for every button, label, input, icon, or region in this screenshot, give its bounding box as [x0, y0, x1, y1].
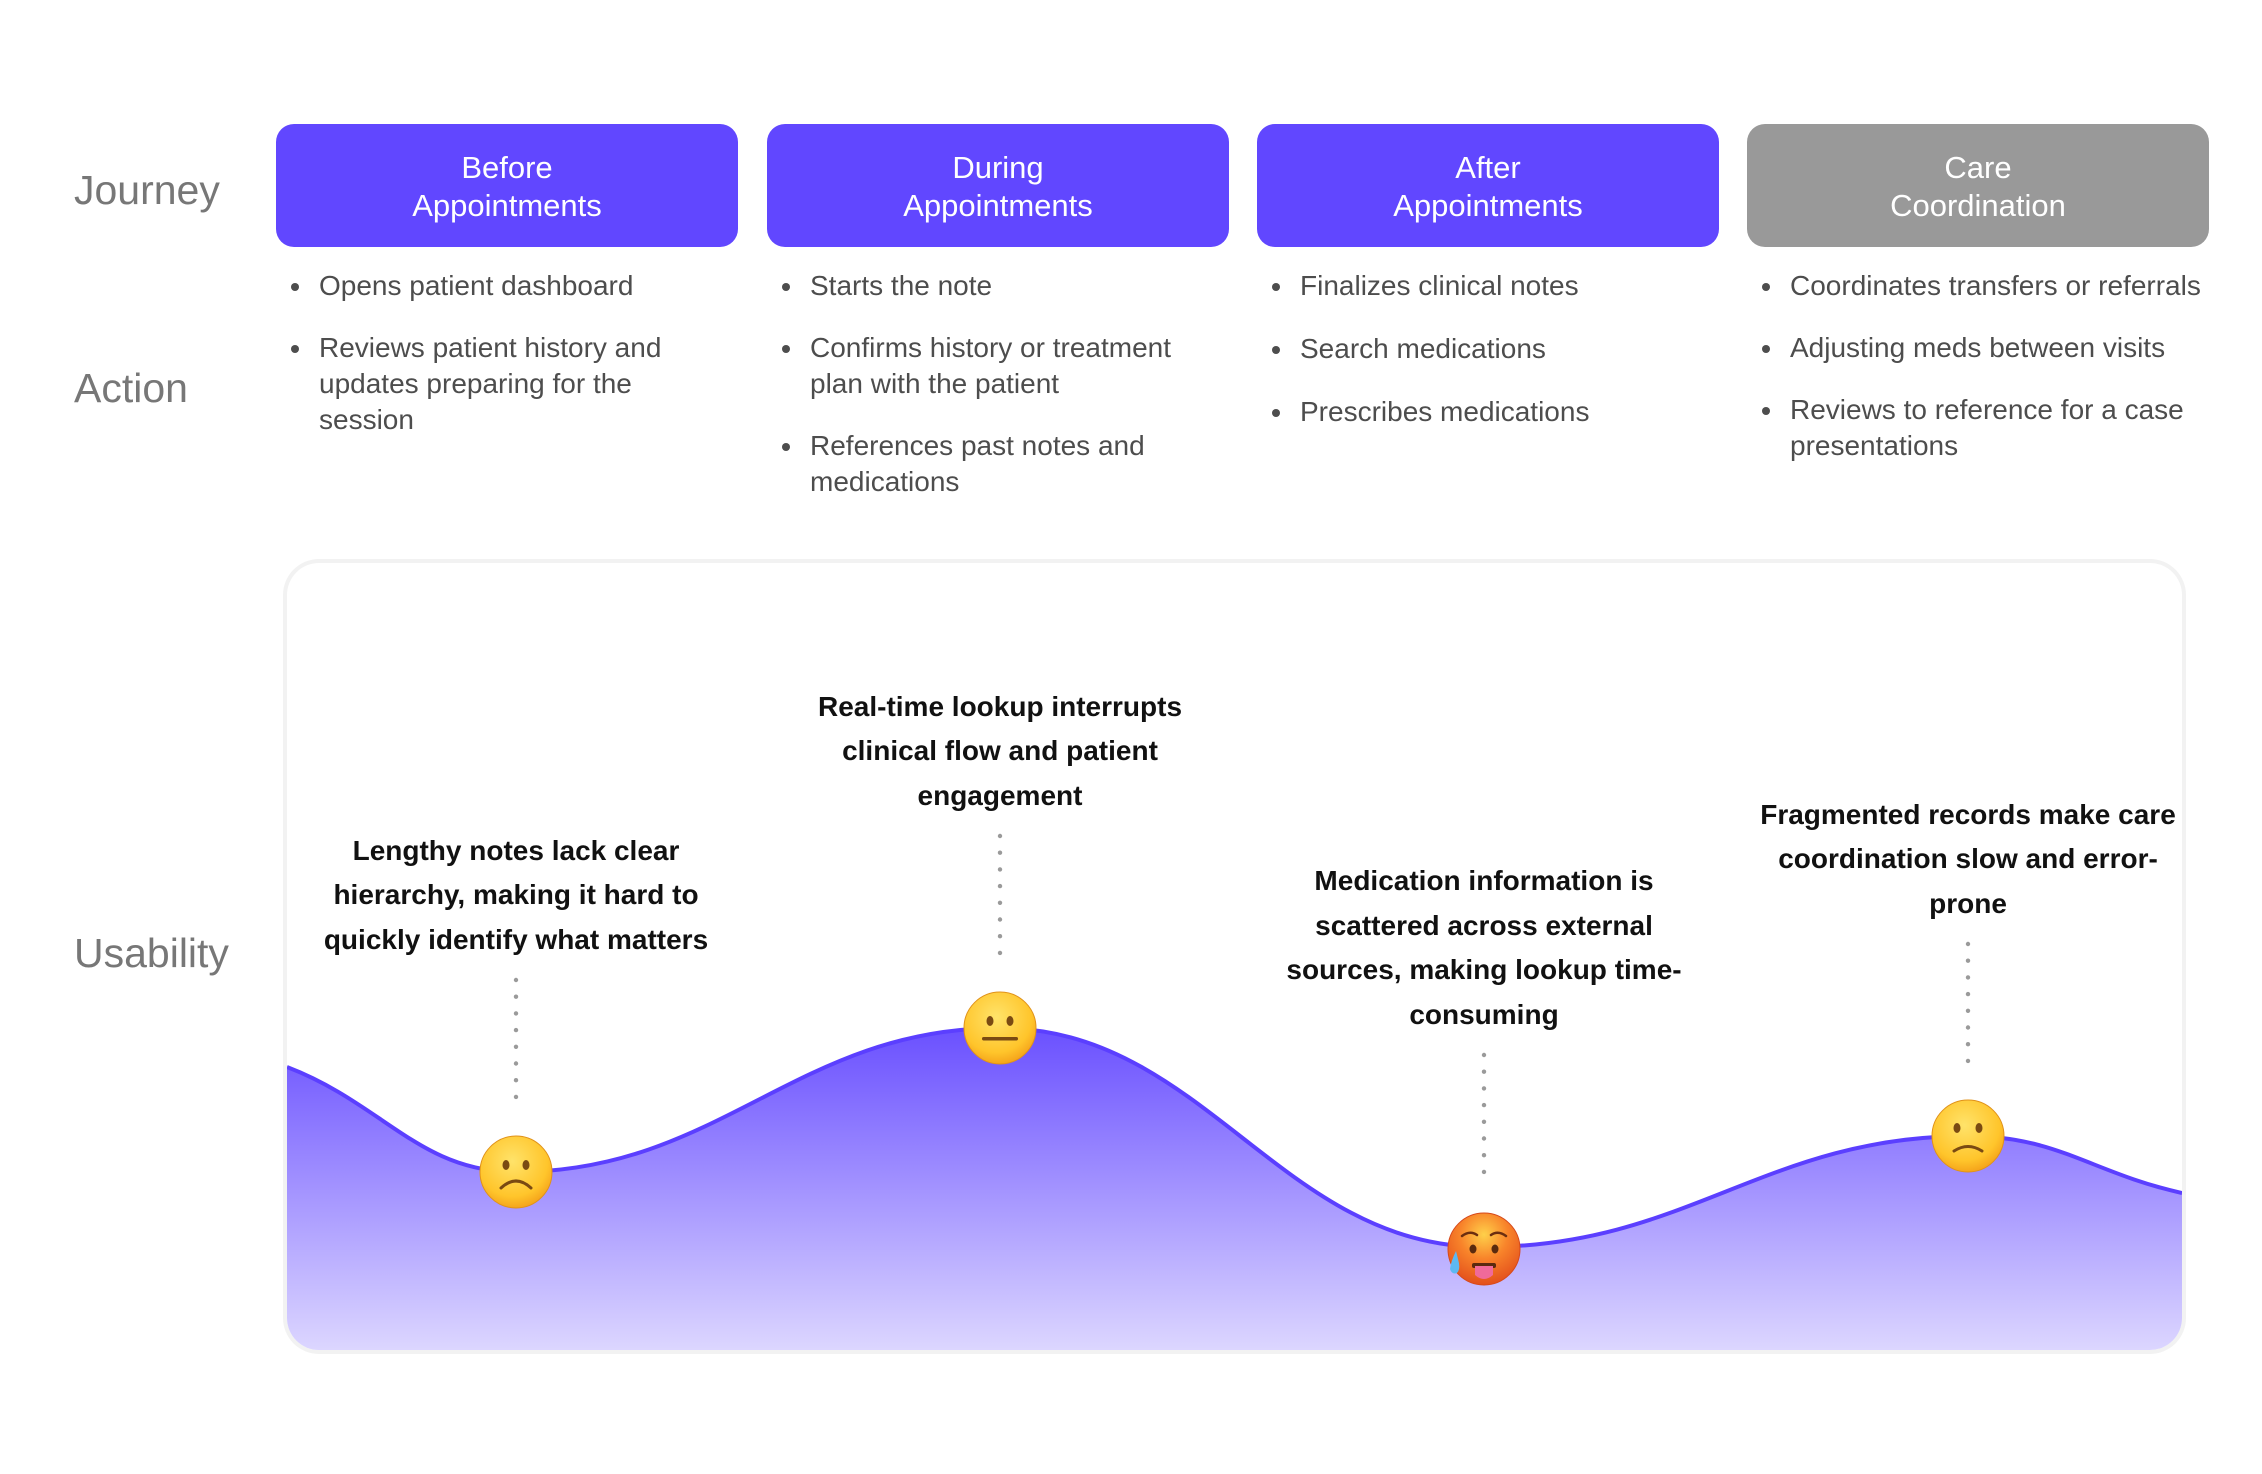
connector-dot	[1481, 1086, 1487, 1091]
connector-dot	[1481, 1069, 1487, 1074]
stage-card-during-appointments: During Appointments	[767, 124, 1229, 247]
action-item: Reviews to reference for a case presenta…	[1747, 392, 2207, 464]
neutral-face-icon	[963, 991, 1037, 1065]
stage-title: After Appointments	[1393, 149, 1583, 223]
action-list-during-appointments: Starts the note Confirms history or trea…	[767, 268, 1207, 526]
connector-dot	[513, 994, 519, 999]
connector-dot	[997, 867, 1003, 872]
bullet-icon	[1762, 345, 1770, 353]
connector-dot	[1965, 958, 1971, 963]
action-list-before-appointments: Opens patient dashboard Reviews patient …	[276, 268, 716, 464]
connector-dot	[513, 977, 519, 983]
usability-area-fill	[287, 1028, 2182, 1350]
action-item: Prescribes medications	[1257, 394, 1697, 430]
action-item: Opens patient dashboard	[276, 268, 716, 304]
action-list-care-coordination: Coordinates transfers or referrals Adjus…	[1747, 268, 2207, 490]
connector-dot	[513, 1027, 519, 1033]
connector-dot	[997, 833, 1003, 839]
action-list-after-appointments: Finalizes clinical notes Search medicati…	[1257, 268, 1697, 456]
row-label-usability: Usability	[74, 930, 229, 976]
connector-dot	[997, 917, 1003, 922]
row-label-action: Action	[74, 365, 188, 411]
action-item: Finalizes clinical notes	[1257, 268, 1697, 304]
connector-dot	[513, 1078, 519, 1083]
action-item: Reviews patient history and updates prep…	[276, 330, 716, 438]
connector-dot	[1965, 941, 1971, 947]
connector-dot	[1481, 1102, 1487, 1108]
bullet-icon	[291, 345, 299, 353]
connector-dot	[1481, 1153, 1487, 1158]
action-item: Starts the note	[767, 268, 1207, 304]
hot-face-icon	[1447, 1212, 1521, 1286]
pain-point-annotation-after: Medication information is scattered acro…	[1286, 865, 1682, 1030]
connector-dot	[513, 1011, 519, 1016]
action-item: Coordinates transfers or referrals	[1747, 268, 2207, 304]
slightly-frowning-face-icon	[1931, 1099, 2005, 1173]
bullet-icon	[1272, 409, 1280, 417]
connector-dot	[1481, 1052, 1487, 1058]
connector-dot	[1481, 1169, 1487, 1175]
connector-dot	[997, 934, 1003, 939]
connector-dot	[513, 1061, 519, 1066]
stage-card-before-appointments: Before Appointments	[276, 124, 738, 247]
connector-dot	[997, 850, 1003, 855]
bullet-icon	[1762, 407, 1770, 415]
connector-dot	[1481, 1136, 1487, 1141]
connector-dot	[1481, 1119, 1487, 1124]
pain-point-annotation-during: Real-time lookup interrupts clinical flo…	[817, 690, 1183, 811]
bullet-icon	[1272, 283, 1280, 291]
bullet-icon	[782, 345, 790, 353]
stage-title: Before Appointments	[412, 149, 602, 223]
bullet-icon	[1762, 283, 1770, 291]
usability-panel: Lengthy notes lack clear hierarchy, maki…	[287, 563, 2182, 1350]
connector-dot	[1965, 1025, 1971, 1030]
pain-point-annotation-before: Lengthy notes lack clear hierarchy, maki…	[323, 834, 709, 955]
stage-card-after-appointments: After Appointments	[1257, 124, 1719, 247]
frowning-face-icon	[479, 1135, 553, 1209]
pain-point-annotation-care: Fragmented records make care coordinatio…	[1760, 798, 2176, 919]
bullet-icon	[782, 283, 790, 291]
row-label-journey: Journey	[74, 167, 220, 213]
bullet-icon	[291, 283, 299, 291]
action-item: Adjusting meds between visits	[1747, 330, 2207, 366]
connector-dot	[997, 900, 1003, 905]
action-item: References past notes and medications	[767, 428, 1207, 500]
connector-dot	[1965, 1058, 1971, 1064]
bullet-icon	[782, 443, 790, 451]
action-item: Confirms history or treatment plan with …	[767, 330, 1207, 402]
connector-dot	[1965, 991, 1971, 997]
connector-dot	[513, 1044, 519, 1049]
connector-dot	[513, 1094, 519, 1100]
connector-dot	[1965, 975, 1971, 980]
connector-dot	[1965, 1008, 1971, 1013]
action-item: Search medications	[1257, 331, 1697, 367]
bullet-icon	[1272, 346, 1280, 354]
connector-dot	[997, 950, 1003, 956]
stage-title: Care Coordination	[1890, 149, 2066, 223]
connector-dot	[1965, 1042, 1971, 1047]
stage-card-care-coordination: Care Coordination	[1747, 124, 2209, 247]
connector-dot	[997, 883, 1003, 889]
stage-title: During Appointments	[903, 149, 1093, 223]
